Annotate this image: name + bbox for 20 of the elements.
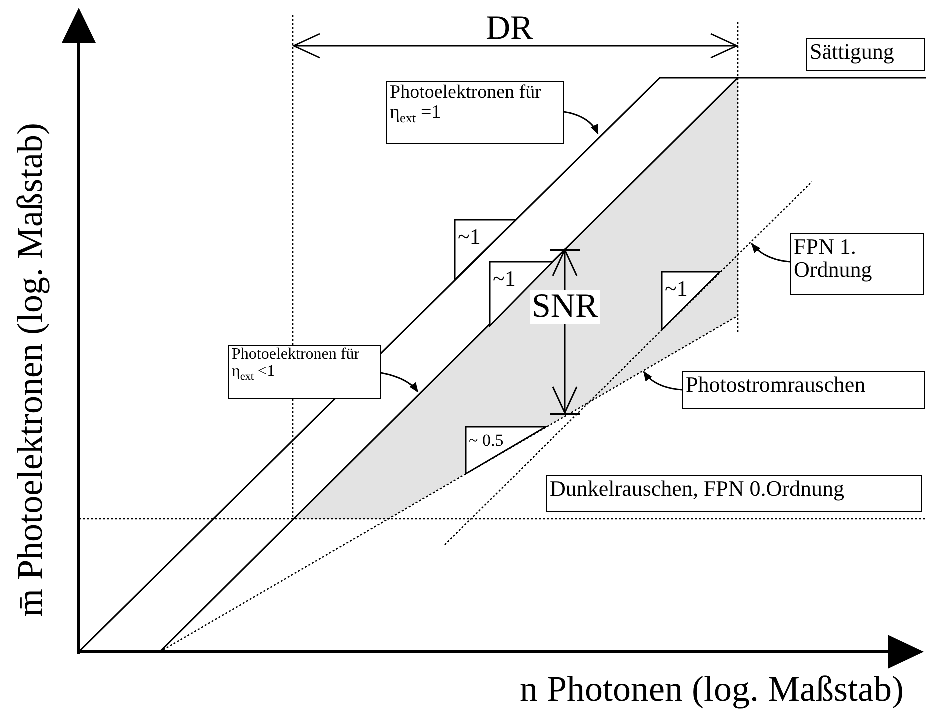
leader-arrow [643,371,682,391]
slope-triangle [466,427,546,474]
leader-arrow [751,243,790,263]
label-box: Photoelektronen für η$_{ext}$ <1 [228,345,381,399]
slope-value: ~ 0.5 [469,431,504,451]
dimension-label: SNR [530,290,600,324]
axis-title: m̄ Photoelektronen (log. Maßstab) [9,123,51,617]
dimension-label: DR [486,10,534,48]
axis-title: n Photonen (log. Maßstab) [520,668,904,710]
leader-arrow [380,372,419,393]
slope-value: ~1 [665,276,688,302]
slope-triangle [662,272,720,330]
slope-value: ~1 [493,266,516,292]
label-box: Photostromrauschen [682,371,925,409]
label-box: FPN 1. Ordnung [790,233,924,295]
label-box: Sättigung [806,38,925,71]
label-box: Photoelektronen für η$_{ext}$ =1 [386,81,564,144]
slope-value: ~1 [458,224,481,250]
leader-arrow [564,111,599,135]
label-box: Dunkelrauschen, FPN 0.Ordnung [546,475,922,512]
